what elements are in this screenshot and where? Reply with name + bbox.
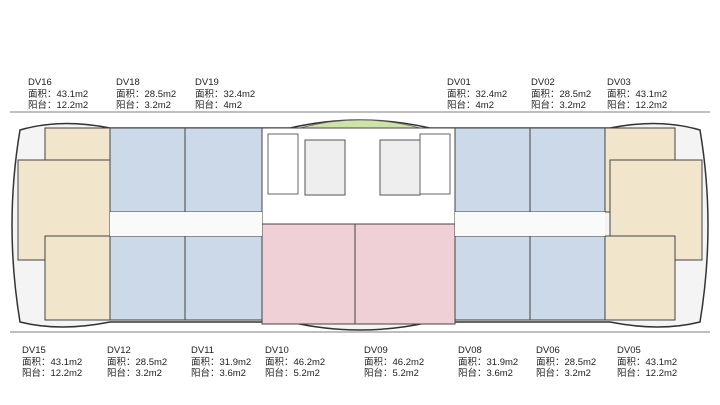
- unit-dv18: [109, 127, 186, 213]
- unit-dv02: [529, 127, 606, 213]
- unit-dv11: [184, 235, 263, 321]
- unit-dv05: [604, 235, 676, 321]
- elevator-left: [304, 139, 346, 196]
- stair-right: [419, 133, 451, 195]
- unit-dv08: [454, 235, 531, 321]
- unit-dv12: [109, 235, 186, 321]
- unit-dv06: [529, 235, 606, 321]
- unit-dv15: [44, 235, 111, 321]
- unit-dv01: [454, 127, 531, 213]
- unit-dv09: [354, 223, 456, 325]
- corridor-left: [110, 212, 262, 236]
- unit-dv10: [261, 223, 356, 325]
- stair-left: [267, 133, 299, 195]
- elevator-right: [379, 139, 421, 196]
- green-roof: [299, 119, 421, 129]
- corridor-right: [455, 212, 605, 236]
- unit-dv19: [184, 127, 263, 213]
